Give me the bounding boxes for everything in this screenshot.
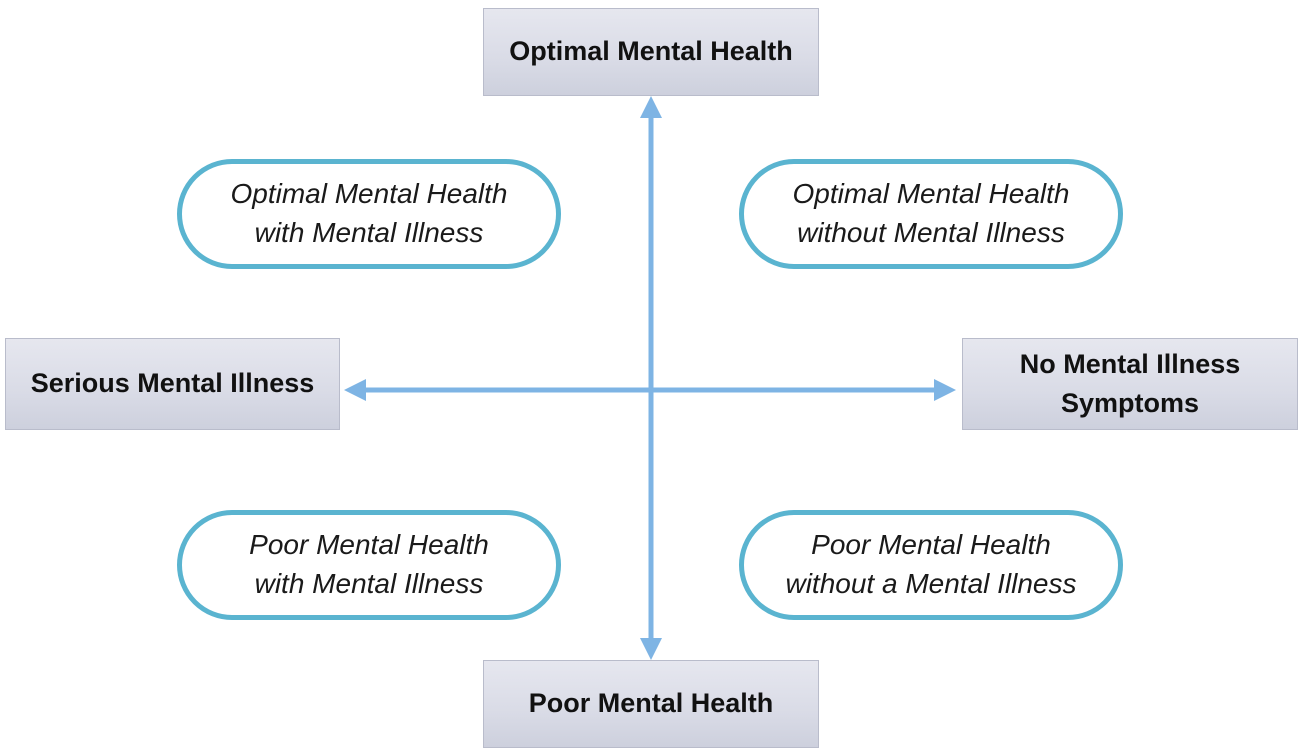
horizontal-axis-arrow — [344, 379, 956, 401]
quadrant-top-right-text: Optimal Mental Health without Mental Ill… — [792, 178, 1070, 248]
vertical-axis-arrow — [640, 96, 662, 660]
arrowhead-right — [934, 379, 956, 401]
axis-label-left-text: Serious Mental Illness — [30, 368, 315, 399]
quadrant-bottom-left-text: Poor Mental Health with Mental Illness — [249, 529, 489, 599]
arrowhead-down — [640, 638, 662, 660]
axis-label-bottom-text: Poor Mental Health — [528, 688, 774, 719]
quadrant-bottom-left: Poor Mental Health with Mental Illness — [177, 510, 561, 620]
axis-label-left: Serious Mental Illness — [5, 338, 340, 430]
quadrant-top-left-text: Optimal Mental Health with Mental Illnes… — [230, 178, 508, 248]
axis-label-bottom: Poor Mental Health — [483, 660, 819, 748]
axis-label-right-line1: No Mental Illness — [1019, 348, 1241, 379]
arrowhead-up — [640, 96, 662, 118]
quadrant-bottom-right-text: Poor Mental Health without a Mental Illn… — [785, 529, 1077, 599]
arrowhead-left — [344, 379, 366, 401]
quadrant-top-left: Optimal Mental Health with Mental Illnes… — [177, 159, 561, 269]
axis-label-right: No Mental Illness Symptoms — [962, 338, 1298, 430]
axis-label-right-line2: Symptoms — [1060, 388, 1200, 418]
quadrant-bottom-right: Poor Mental Health without a Mental Illn… — [739, 510, 1123, 620]
axis-label-top: Optimal Mental Health — [483, 8, 819, 96]
axis-label-top-text: Optimal Mental Health — [509, 36, 793, 67]
quadrant-top-right: Optimal Mental Health without Mental Ill… — [739, 159, 1123, 269]
